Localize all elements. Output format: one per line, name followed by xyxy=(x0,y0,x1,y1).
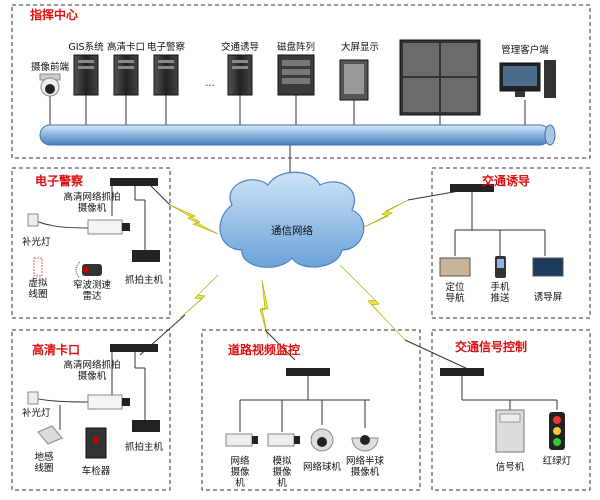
half-ball-camera-icon xyxy=(351,435,379,452)
camera-front-label: 摄像前端 xyxy=(30,62,70,73)
signal-machine-icon xyxy=(495,409,525,453)
e-police-host-label: 抓拍主机 xyxy=(125,275,164,286)
backbone-bus xyxy=(39,124,556,146)
nav-device-icon xyxy=(439,257,471,277)
traffic-guidance-title: 交通诱导 xyxy=(482,174,531,188)
gis-server-icon xyxy=(73,54,99,96)
hd-checkpoint-box xyxy=(11,329,171,491)
video-switch-icon xyxy=(286,368,330,376)
hd-checkpoint-label: 高清卡口 xyxy=(106,42,146,53)
radar-icon xyxy=(75,261,102,279)
command-center-box xyxy=(11,4,591,159)
hd-fill-light-icon xyxy=(27,391,39,405)
virtual-coil-label: 虚拟线圈 xyxy=(28,278,48,300)
network-cloud-icon xyxy=(219,171,365,268)
video-monitoring-box xyxy=(201,329,421,491)
e-police-title: 电子警察 xyxy=(35,174,84,188)
ground-coil-label: 地感线圈 xyxy=(34,452,54,474)
guidance-screen-icon xyxy=(532,257,564,277)
e-police-server-icon xyxy=(153,54,179,96)
big-screen-label: 大屏显示 xyxy=(340,42,380,53)
network-label: 通信网络 xyxy=(271,225,313,237)
client-label: 管理客户端 xyxy=(501,45,549,56)
traffic-light-label: 红绿灯 xyxy=(542,456,572,467)
traffic-guidance-label: 交通诱导 xyxy=(220,42,260,53)
tg-switch-icon xyxy=(450,184,494,192)
hd-camera-label: 高清网络抓拍摄像机 xyxy=(63,360,121,382)
hd-fill-light-label: 补光灯 xyxy=(22,408,51,419)
e-police-fill-light-label: 补光灯 xyxy=(22,237,51,248)
detector-label: 车检器 xyxy=(81,466,111,477)
phone-icon xyxy=(495,256,506,278)
phone-label: 手机推送 xyxy=(490,282,510,304)
nav-label: 定位导航 xyxy=(445,282,465,304)
camera-front-icon xyxy=(39,73,61,97)
hd-checkpoint-server-icon xyxy=(113,54,139,96)
half-ball-label: 网络半球摄像机 xyxy=(345,456,384,478)
ball-camera-icon xyxy=(310,428,334,452)
net-camera-icon xyxy=(225,433,258,447)
traffic-guidance-server-icon xyxy=(227,54,253,96)
disk-array-label: 磁盘阵列 xyxy=(276,42,316,53)
hd-camera-icon xyxy=(87,394,130,410)
ellipsis-label: … xyxy=(205,78,215,89)
hd-checkpoint-title: 高清卡口 xyxy=(32,343,81,357)
guidance-screen-label: 诱导屏 xyxy=(533,292,563,303)
signal-control-box xyxy=(431,329,591,491)
analog-camera-icon xyxy=(267,433,300,447)
net-camera-label: 网络摄像机 xyxy=(230,456,250,489)
ground-coil-icon xyxy=(37,425,63,445)
vehicle-detector-icon xyxy=(85,427,107,459)
video-monitoring-title: 道路视频监控 xyxy=(228,343,301,357)
hd-host-label: 抓拍主机 xyxy=(125,442,164,453)
disk-array-icon xyxy=(277,54,315,96)
signal-control-title: 交通信号控制 xyxy=(455,340,528,354)
analog-camera-label: 模拟摄像机 xyxy=(272,456,292,489)
big-screen-icon xyxy=(399,39,481,116)
radar-label: 窄波测速雷达 xyxy=(72,280,111,302)
gis-label: GIS系统 xyxy=(68,42,104,53)
traffic-light-icon xyxy=(549,412,565,450)
traffic-guidance-box xyxy=(431,167,591,319)
wireless-links xyxy=(169,199,409,341)
client-pc-icon xyxy=(499,60,556,98)
fill-light-icon xyxy=(27,213,39,227)
e-police-camera-icon xyxy=(87,219,130,235)
display-controller-icon xyxy=(339,59,369,101)
e-police-host-icon xyxy=(132,250,160,262)
command-center-title: 指挥中心 xyxy=(30,8,79,22)
hd-host-icon xyxy=(132,420,160,432)
e-police-camera-label: 高清网络抓拍摄像机 xyxy=(63,192,121,214)
e-police-label: 电子警察 xyxy=(146,42,186,53)
signal-machine-label: 信号机 xyxy=(495,462,525,473)
signal-switch-icon xyxy=(440,368,484,376)
ball-camera-label: 网络球机 xyxy=(302,462,342,473)
hd-switch-icon xyxy=(110,344,158,352)
e-police-switch-icon xyxy=(110,178,158,186)
virtual-coil-icon xyxy=(33,257,43,277)
e-police-box xyxy=(11,167,171,319)
